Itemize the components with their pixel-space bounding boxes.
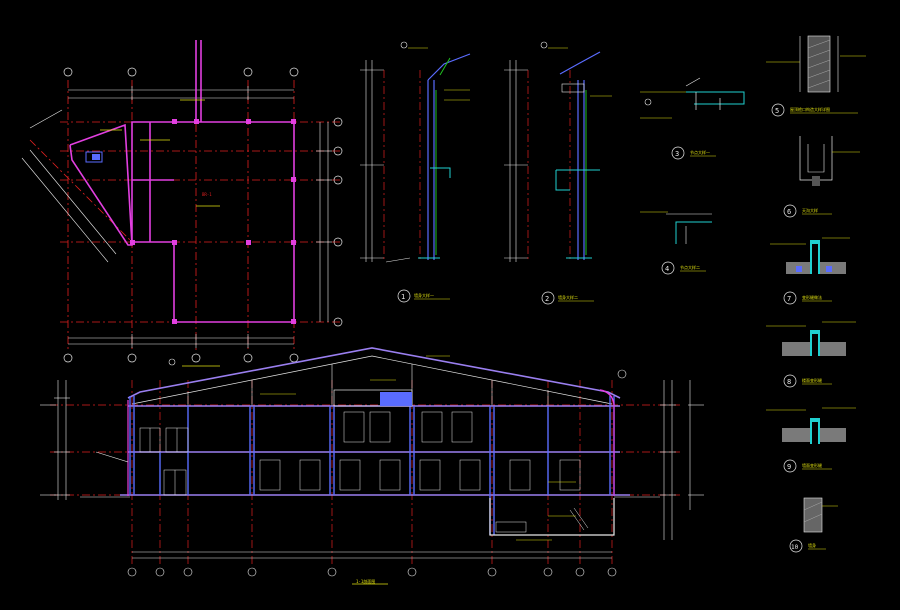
section-right-dims xyxy=(660,380,704,540)
detail-3-number: 3 xyxy=(675,150,679,158)
detail-8-drawing xyxy=(766,321,856,356)
section-bottom-dims xyxy=(132,551,612,559)
section-left-dims xyxy=(40,380,70,500)
detail-2-title: 墙身大样二 xyxy=(558,294,578,300)
detail-10-drawing xyxy=(803,497,838,533)
plan-room-label: BR-1 xyxy=(202,192,212,197)
plan-dimensions xyxy=(68,86,332,348)
detail-9-title: 墙面变形缝 xyxy=(802,462,822,468)
section-1-1: 1-1剖面图 xyxy=(40,347,704,585)
detail-4-bubble xyxy=(661,261,675,275)
detail-8-bubble xyxy=(783,374,797,388)
detail-1-number: 1 xyxy=(401,293,405,301)
detail-7-number: 7 xyxy=(787,295,791,303)
rooftop-blue-fill xyxy=(380,392,412,406)
detail-9-drawing xyxy=(766,407,856,444)
section-annotations xyxy=(260,355,576,541)
plan-stair-box xyxy=(85,151,103,163)
detail-7-bubble xyxy=(783,291,797,305)
detail-6-number: 6 xyxy=(787,208,791,216)
node-detail-3 xyxy=(640,77,745,119)
plan-annotations xyxy=(100,99,220,207)
detail-2-bubble xyxy=(541,291,555,305)
detail-6-drawing xyxy=(799,136,860,186)
detail-10-number: 10 xyxy=(791,544,799,551)
detail-3-bubble xyxy=(671,146,685,160)
roof-inner xyxy=(131,355,613,405)
detail-9-number: 9 xyxy=(787,463,791,471)
right-parapet xyxy=(599,389,615,405)
detail-5-bubble xyxy=(771,103,785,117)
section-title: 1-1剖面图 xyxy=(356,578,375,584)
plan-diagonal-dims xyxy=(21,109,117,263)
detail-1-bubble xyxy=(397,289,411,303)
detail-7-title: 变形缝做法 xyxy=(802,294,822,300)
detail-10-title: 墙身 xyxy=(808,542,816,548)
plan-mep-box xyxy=(92,154,100,160)
detail-5-drawing xyxy=(766,35,866,93)
basement-pit xyxy=(489,498,615,536)
plan-columns xyxy=(130,119,296,324)
wall-section-2 xyxy=(504,41,612,262)
plan-title-bubble xyxy=(168,358,176,366)
detail-4-title: 节点大样二 xyxy=(680,264,700,270)
wall-section-1 xyxy=(360,41,471,263)
plan-walls xyxy=(69,40,295,323)
detail-7-drawing xyxy=(770,237,850,274)
detail-6-title: 天沟大样 xyxy=(802,207,818,213)
roof-outline xyxy=(127,347,621,399)
detail-10-bubble xyxy=(789,539,803,553)
floor-plan: BR-1 xyxy=(21,40,343,367)
detail-9-bubble xyxy=(783,459,797,473)
detail-4-number: 4 xyxy=(665,265,669,273)
plan-axis-bubbles xyxy=(63,67,343,363)
detail-3-title: 节点大样一 xyxy=(690,149,710,155)
detail-6-bubble xyxy=(783,204,797,218)
section-windows xyxy=(139,411,581,496)
section-axis-bubbles xyxy=(127,369,627,577)
detail-5-title: 屋顶檐口构造大样详图 xyxy=(790,106,830,112)
detail-1-title: 墙身大样一 xyxy=(414,292,434,298)
detail-5-number: 5 xyxy=(775,107,779,115)
node-detail-4 xyxy=(640,211,712,244)
detail-8-number: 8 xyxy=(787,378,791,386)
detail-8-title: 楼面变形缝 xyxy=(802,377,822,383)
detail-2-number: 2 xyxy=(545,295,549,303)
